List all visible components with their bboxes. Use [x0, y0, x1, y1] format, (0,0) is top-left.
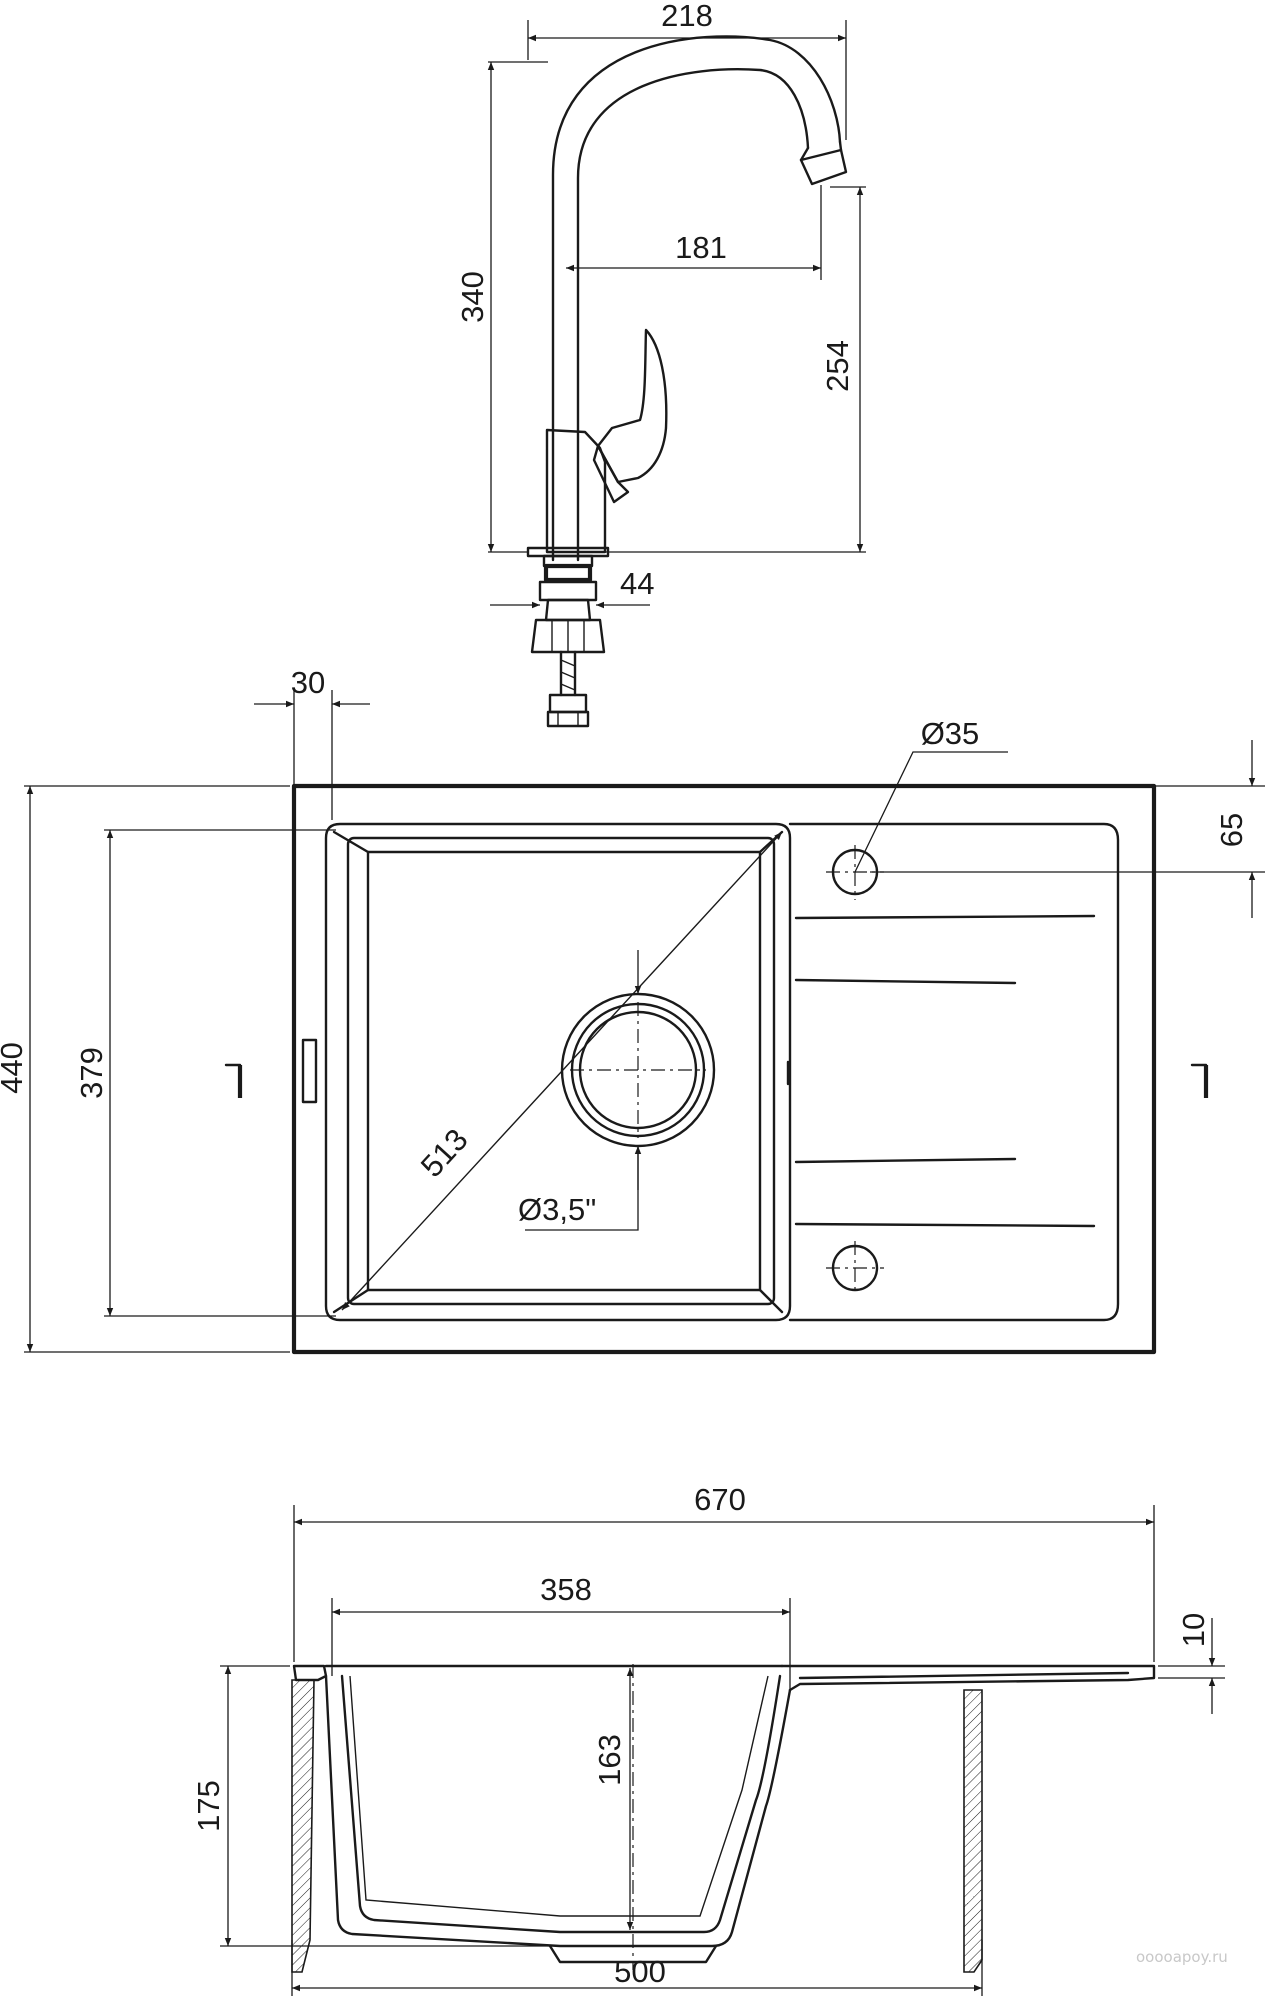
- dim-height-total: 340: [455, 271, 490, 323]
- dim-inner-depth: 163: [592, 1734, 627, 1786]
- dim-drain: Ø3,5": [518, 1192, 596, 1227]
- dim-tap-hole: Ø35: [921, 716, 980, 751]
- top-view-dimensions: 30 Ø35 65 440 379 513 Ø3,5": [0, 665, 1265, 1353]
- dim-rim-offset: 30: [291, 665, 325, 700]
- dim-reach-spout: 181: [675, 230, 727, 265]
- dim-rim-thickness: 10: [1176, 1613, 1211, 1647]
- dim-tap-hole-offset: 65: [1214, 813, 1249, 847]
- dim-bowl-width: 358: [540, 1572, 592, 1607]
- sink-top-view: [224, 783, 1209, 1355]
- dim-bowl-depth: 379: [74, 1047, 109, 1099]
- faucet-drawing: [526, 35, 848, 728]
- dim-base-diameter: 44: [620, 566, 654, 601]
- dim-cabinet-width: 500: [614, 1954, 666, 1989]
- section-dimensions: 670 358 10 175 163 500: [191, 1482, 1225, 1996]
- dim-diagonal: 513: [414, 1122, 475, 1184]
- dim-bowl-height: 175: [191, 1780, 226, 1832]
- dim-total-depth: 440: [0, 1042, 29, 1094]
- dim-reach-total: 218: [661, 0, 713, 33]
- watermark: ooooapoy.ru: [1136, 1948, 1228, 1966]
- dim-total-width: 670: [694, 1482, 746, 1517]
- dim-height-spout: 254: [820, 340, 855, 392]
- sink-section-view: [291, 1664, 1156, 1973]
- faucet-dimensions: 218 340 181 254 44: [455, 0, 866, 609]
